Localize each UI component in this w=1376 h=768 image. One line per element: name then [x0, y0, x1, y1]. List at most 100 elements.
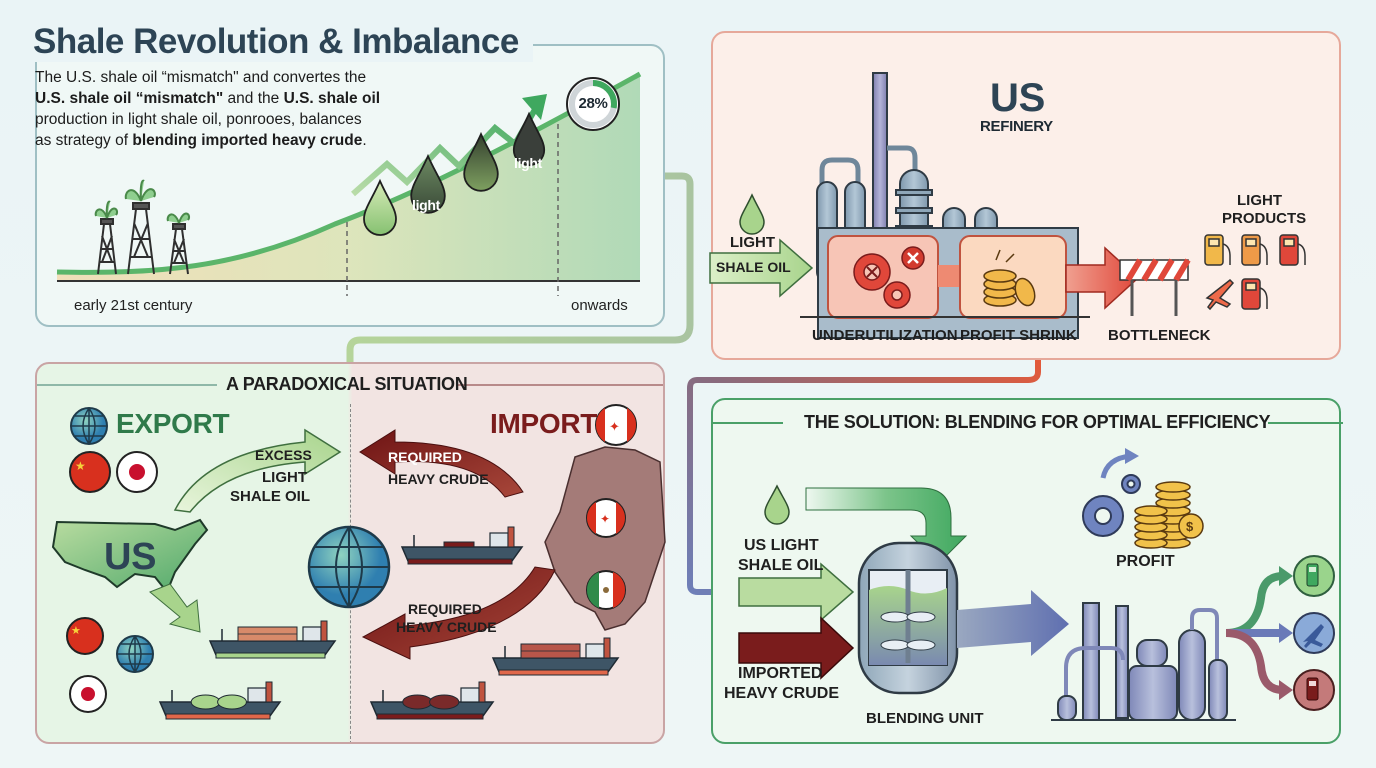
trade-illustration: ★ ✦ ✦ ★	[51, 404, 666, 720]
solution-input-light-2: SHALE OIL	[738, 557, 824, 574]
export-arrow-text-1: EXCESS	[255, 447, 312, 463]
import-bottom-text-2: HEAVY CRUDE	[396, 619, 497, 635]
export-arrow-text-3: SHALE OIL	[230, 488, 311, 505]
container-ship-import	[491, 637, 620, 676]
oil-rigs-icon	[94, 179, 190, 275]
solution-input-heavy-1: IMPORTED	[738, 665, 823, 682]
oil-drop-icon	[363, 178, 397, 236]
percent-badge	[566, 77, 620, 131]
drop-label-3: light	[514, 155, 543, 171]
output-fuel-pump-icon-red	[1293, 669, 1335, 711]
output-split-arrows	[1225, 572, 1284, 637]
light-oil-drop-icon	[739, 193, 765, 235]
output-airplane-icon	[1293, 612, 1335, 654]
roadblock-icon	[1119, 258, 1191, 316]
intro-line: as strategy of blending imported heavy c…	[35, 130, 415, 151]
export-ship-arrow	[149, 583, 201, 633]
intro-line: The U.S. shale oil “mismatch" and conver…	[35, 67, 415, 88]
zigzag-arrow	[351, 104, 540, 197]
svg-text:★: ★	[75, 459, 86, 473]
china-flag-icon-2: ★	[66, 617, 104, 655]
intro-emphasis: U.S. shale oil	[283, 90, 381, 107]
globe-icon-export	[70, 407, 108, 445]
fuel-pump-icon-3	[1279, 234, 1306, 266]
solution-input-light-1: US LIGHT	[744, 537, 819, 554]
tanker-ship-import-1	[400, 526, 524, 565]
export-label: EXPORT	[116, 408, 230, 439]
connector-growth-to-refinery	[346, 172, 694, 362]
issue-profit-shrink: PROFIT SHRINK	[960, 327, 1077, 344]
intro-text: as strategy of	[35, 132, 133, 149]
input-label-shale-oil: SHALE OIL	[716, 259, 791, 275]
drop-label-1: light	[412, 197, 441, 213]
svg-text:✦: ✦	[609, 419, 620, 434]
fuel-pump-icons	[1204, 234, 1306, 311]
light-oil-input-arrow	[738, 562, 855, 622]
profit-label: PROFIT	[1116, 553, 1175, 570]
airplane-icon	[1205, 279, 1235, 311]
intro-text: The U.S. shale oil “mismatch" and conver…	[35, 69, 367, 86]
import-bottom-text-1: REQUIRED	[408, 601, 482, 617]
oil-drop-icon	[512, 111, 546, 167]
japan-flag-icon	[116, 451, 158, 493]
canada-mexico-map	[544, 446, 666, 631]
import-label: IMPORT	[490, 408, 598, 439]
output-fuel-pump-icon-green	[1293, 555, 1335, 597]
svg-text:$: $	[1186, 519, 1194, 534]
us-map-label: US	[104, 536, 157, 578]
container-ship-export	[208, 620, 337, 659]
import-top-text-2: HEAVY CRUDE	[388, 471, 489, 487]
globe-icon-center	[307, 525, 391, 609]
svg-text:✦: ✦	[600, 512, 610, 526]
import-top-text-1: REQUIRED	[388, 449, 462, 465]
issue-bottleneck: BOTTLENECK	[1108, 327, 1211, 344]
page-title: Shale Revolution & Imbalance	[33, 22, 533, 62]
canada-flag-icon: ✦	[595, 404, 637, 446]
intro-text: .	[362, 132, 367, 149]
intro-line: U.S. shale oil “mismatch" and the U.S. s…	[35, 88, 415, 109]
japan-flag-icon-2	[69, 675, 107, 713]
axis-label-start: early 21st century	[74, 297, 193, 314]
axis-label-end: onwards	[571, 297, 628, 314]
broken-gears-icon	[853, 246, 925, 309]
solution-panel	[711, 398, 1343, 744]
refinery-illustration	[709, 72, 1306, 339]
blending-unit-label: BLENDING UNIT	[866, 710, 984, 727]
heavy-crude-input-arrow	[738, 616, 855, 680]
blend-output-arrow	[957, 590, 1069, 656]
coin-stack-icon: $	[1134, 481, 1204, 549]
fuel-pump-icon-1	[1204, 234, 1231, 266]
intro-emphasis: U.S. shale oil “mismatch"	[35, 90, 224, 107]
issue-underutilization: UNDERUTILIZATION	[812, 327, 958, 344]
intro-emphasis: blending imported heavy crude	[132, 132, 363, 149]
input-label-light: LIGHT	[730, 234, 775, 251]
canada-flag-icon-2: ✦	[586, 498, 626, 538]
paradox-title: A PARADOXICAL SITUATION	[226, 374, 468, 394]
tanker-ship-import-2	[369, 681, 495, 720]
oil-drop-icon	[463, 131, 499, 192]
intro-line: production in light shale oil, ponrooes,…	[35, 109, 415, 130]
mexico-flag-icon	[586, 570, 626, 610]
import-arrow-top	[359, 429, 524, 498]
refinery-plant-icon	[1051, 602, 1236, 721]
intro-text: and the	[223, 90, 284, 107]
fuel-pump-icon-2	[1241, 234, 1268, 266]
import-arrow-bottom	[361, 566, 556, 660]
light-oil-drop-icon	[764, 484, 790, 525]
light-shale-oil-arrow	[709, 238, 814, 298]
solution-title: THE SOLUTION: BLENDING FOR OPTIMAL EFFIC…	[804, 412, 1271, 432]
growth-chart	[56, 71, 642, 296]
tanker-ship-export	[158, 681, 282, 720]
products-title-2: PRODUCTS	[1222, 210, 1307, 227]
blending-illustration: $	[738, 448, 1335, 721]
intro-text: production in light shale oil, ponrooes,…	[35, 111, 362, 128]
broken-coins-icon	[983, 249, 1036, 307]
products-title-1: LIGHT	[1237, 192, 1282, 209]
svg-text:★: ★	[71, 625, 81, 637]
globe-icon-small	[116, 635, 154, 673]
export-arrow-text-2: LIGHT	[262, 469, 307, 486]
export-arrow	[173, 428, 342, 513]
zigzag-arrowhead	[522, 94, 547, 120]
growth-area	[57, 74, 640, 280]
